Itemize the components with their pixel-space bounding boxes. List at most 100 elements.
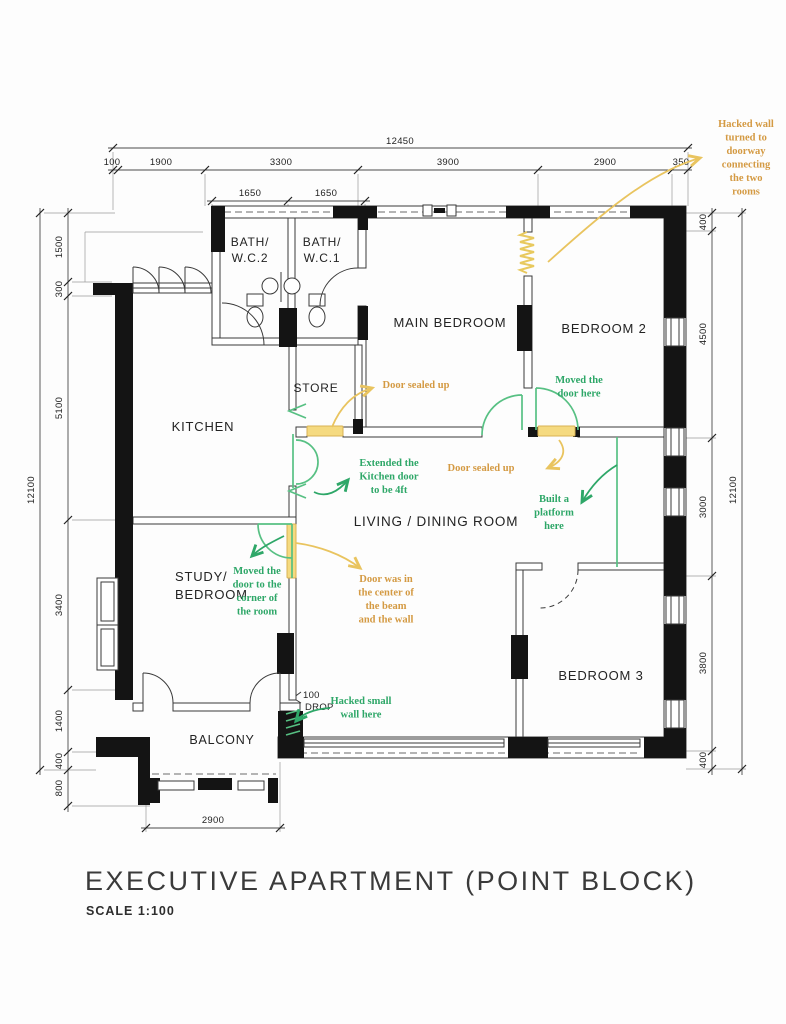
dim-left-3400: 3400 xyxy=(54,594,65,616)
dim-top-3900: 3900 xyxy=(437,157,459,168)
arrow-extended-kitchen xyxy=(313,477,351,496)
svg-text:connecting: connecting xyxy=(722,160,771,171)
window-living-1 xyxy=(665,427,685,457)
dim-left-total: 12100 xyxy=(26,476,37,504)
dim-right-400a: 400 xyxy=(698,214,709,231)
dim-left-800: 800 xyxy=(54,780,65,797)
dimension-extension-lines xyxy=(44,152,746,832)
dim-right-400b: 400 xyxy=(698,752,709,769)
svg-text:the beam: the beam xyxy=(365,601,406,612)
svg-text:the center of: the center of xyxy=(358,588,414,599)
annotation-moved-door-study: Moved the xyxy=(233,566,281,577)
dim-left-400: 400 xyxy=(54,753,65,770)
bedroom3-door-arc xyxy=(539,569,579,609)
svg-text:turned to: turned to xyxy=(725,133,767,144)
extended-kitchen-door xyxy=(295,439,319,463)
dim-right-4500: 4500 xyxy=(698,323,709,345)
dim-top-3300: 3300 xyxy=(270,157,292,168)
corridor-lines xyxy=(84,231,203,282)
hacked-wall-mark-2 xyxy=(286,483,307,499)
arrow-sealed-store xyxy=(331,384,376,428)
window-balcony-1 xyxy=(157,780,195,791)
dim-top-350: 350 xyxy=(673,157,690,168)
dim-top-total: 12450 xyxy=(386,136,414,147)
annotation-extended-kitchen: Extended the xyxy=(359,458,419,469)
fixtures xyxy=(246,272,326,328)
dim-drop-100: 100 xyxy=(303,690,320,701)
svg-text:wall here: wall here xyxy=(341,710,382,721)
svg-text:the room: the room xyxy=(237,607,278,618)
dim-right-total: 12100 xyxy=(728,476,739,504)
bath1-door-arc xyxy=(319,267,359,307)
dimension-lines xyxy=(35,143,747,833)
annotation-moved-door-bedroom2: Moved the xyxy=(555,375,603,386)
svg-text:Kitchen door: Kitchen door xyxy=(359,472,419,483)
room-label-bedroom3: BEDROOM 3 xyxy=(558,668,643,683)
arrow-hacked-small-wall xyxy=(293,707,331,724)
dim-left-300: 300 xyxy=(54,281,65,298)
annotation-built-platform: Built a xyxy=(539,494,570,505)
arrow-door-was-center xyxy=(295,542,363,570)
window-living-2 xyxy=(665,487,685,517)
room-labels: BATH/ W.C.2 BATH/ W.C.1 MAIN BEDROOM BED… xyxy=(172,235,646,747)
room-label-bath1: BATH/ xyxy=(303,235,341,249)
room-label-studyb: BEDROOM xyxy=(175,587,248,602)
dim-top-100: 100 xyxy=(104,157,121,168)
dim-top-1900: 1900 xyxy=(150,157,172,168)
room-label-bath2: BATH/ xyxy=(231,235,269,249)
annotation-hacked-wall: Hacked wall xyxy=(718,119,774,130)
renovation-green xyxy=(249,387,618,736)
window-bedroom3-1 xyxy=(665,595,685,625)
doors xyxy=(132,266,579,704)
toilet-cistern-icon xyxy=(246,293,264,307)
room-label-bath2b: W.C.2 xyxy=(232,251,269,265)
dimension-labels: 12450 100 1900 3300 3900 2900 350 1650 1… xyxy=(26,136,739,826)
dim-left-1500: 1500 xyxy=(54,236,65,258)
bath2-door-arc xyxy=(221,302,265,346)
window-bedroom2 xyxy=(665,317,685,347)
dim-sub-1650a: 1650 xyxy=(239,188,261,199)
room-label-main-bedroom: MAIN BEDROOM xyxy=(394,315,507,330)
aircon-ledge-icon xyxy=(422,204,433,217)
toilet-icon xyxy=(308,306,326,328)
dim-right-3000: 3000 xyxy=(698,496,709,518)
annotation-door-sealed-store: Door sealed up xyxy=(383,380,450,391)
svg-text:and the wall: and the wall xyxy=(359,615,414,626)
svg-text:here: here xyxy=(544,521,564,532)
balcony-door-arc-2 xyxy=(249,672,281,704)
svg-text:corner of: corner of xyxy=(237,593,278,604)
svg-text:the two: the two xyxy=(730,173,763,184)
room-label-living: LIVING / DINING ROOM xyxy=(354,514,519,529)
dim-left-1400: 1400 xyxy=(54,710,65,732)
scale-label: SCALE 1:100 xyxy=(86,904,175,918)
svg-text:door to the: door to the xyxy=(233,580,282,591)
title-block: EXECUTIVE APARTMENT (POINT BLOCK) SCALE … xyxy=(85,866,694,918)
annotation-hacked-small-wall: Hacked small xyxy=(331,696,392,707)
toilet-cistern-icon xyxy=(308,293,326,307)
arrow-built-platform xyxy=(580,464,618,505)
dim-top-2900: 2900 xyxy=(594,157,616,168)
dim-left-5100: 5100 xyxy=(54,397,65,419)
hacked-wall-coil xyxy=(516,231,535,274)
room-label-bath1b: W.C.1 xyxy=(304,251,341,265)
svg-text:platform: platform xyxy=(534,508,574,519)
windows xyxy=(96,204,685,791)
sealed-door-bedroom2 xyxy=(537,425,576,437)
dim-drop-label: DROP xyxy=(305,702,334,713)
wall-black-blocks xyxy=(93,206,686,805)
svg-text:to be 4ft: to be 4ft xyxy=(371,485,408,496)
new-door-study xyxy=(257,523,293,559)
annotation-texts: Hacked wall turned to doorway connecting… xyxy=(233,119,774,721)
svg-text:rooms: rooms xyxy=(732,187,760,198)
arrow-sealed-bedroom2 xyxy=(545,439,565,471)
hacked-wall-mark-1 xyxy=(286,403,307,419)
basin-icon xyxy=(283,277,301,295)
basin-icon xyxy=(261,277,279,295)
dim-sub-1650b: 1650 xyxy=(315,188,337,199)
balcony-door-arc-1 xyxy=(142,672,174,704)
room-label-store: STORE xyxy=(293,381,338,395)
window-balcony-2 xyxy=(237,780,265,791)
sealed-door-store xyxy=(306,425,344,437)
